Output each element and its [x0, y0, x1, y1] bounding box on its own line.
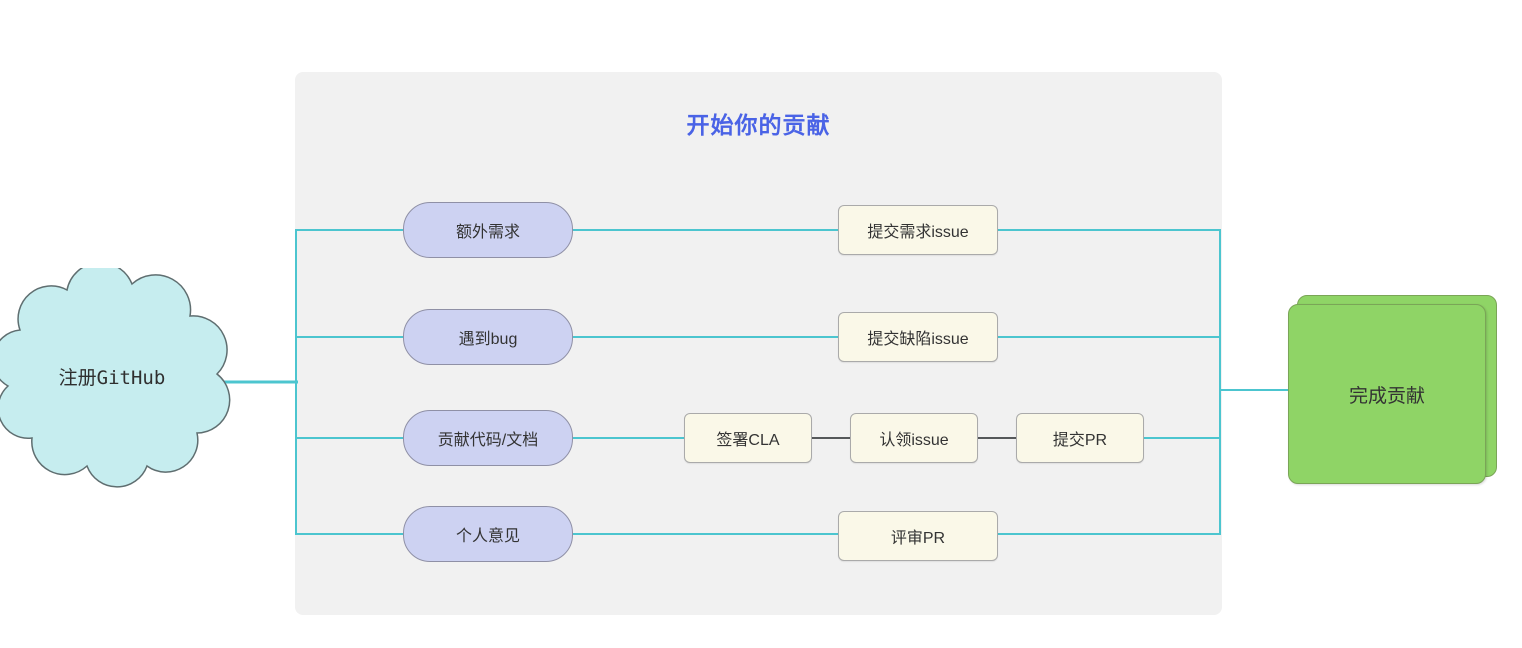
step-label: 提交需求issue: [867, 224, 969, 241]
diagram-title: 开始你的贡献: [686, 112, 831, 138]
source-label: 贡献代码/文档: [437, 432, 539, 449]
step-label: 签署CLA: [716, 432, 780, 449]
source-node-personal-opinion[interactable]: 个人意见: [403, 506, 573, 562]
source-label: 额外需求: [455, 224, 520, 241]
step-label: 认领issue: [879, 432, 949, 449]
step-label: 评审PR: [890, 530, 946, 547]
source-node-extra-requirement[interactable]: 额外需求: [403, 202, 573, 258]
end-node-label: 完成贡献: [1348, 385, 1425, 407]
source-node-found-bug[interactable]: 遇到bug: [403, 309, 573, 365]
source-node-contribute-code-docs[interactable]: 贡献代码/文档: [403, 410, 573, 466]
step-node-review-pr[interactable]: 评审PR: [838, 511, 998, 561]
start-node-cloud[interactable]: [0, 268, 242, 488]
source-label: 个人意见: [455, 528, 520, 545]
source-label: 遇到bug: [458, 331, 518, 348]
step-node-submit-requirement-issue[interactable]: 提交需求issue: [838, 205, 998, 255]
step-node-submit-pr[interactable]: 提交PR: [1016, 413, 1144, 463]
step-label: 提交缺陷issue: [867, 331, 969, 348]
step-node-claim-issue[interactable]: 认领issue: [850, 413, 978, 463]
cloud-shape: [0, 268, 231, 488]
start-node-label: 注册GitHub: [58, 367, 166, 389]
step-label: 提交PR: [1052, 432, 1108, 449]
step-node-sign-cla[interactable]: 签署CLA: [684, 413, 812, 463]
step-node-submit-defect-issue[interactable]: 提交缺陷issue: [838, 312, 998, 362]
end-node-complete-contribution[interactable]: 完成贡献: [1288, 304, 1486, 484]
